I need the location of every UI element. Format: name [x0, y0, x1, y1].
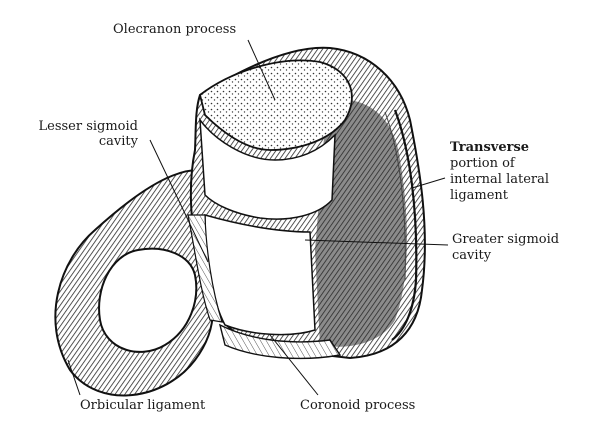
label-lesser-sigmoid-line2: cavity — [98, 134, 138, 149]
label-greater-sigmoid-line2: cavity — [452, 248, 492, 263]
label-lesser-sigmoid-line1: Lesser sigmoid — [38, 119, 139, 134]
coronoid-process — [218, 323, 342, 360]
label-greater-sigmoid-line1: Greater sigmoid — [452, 232, 560, 247]
label-transverse-line2: portion of — [450, 156, 515, 171]
leader-orbicular — [67, 359, 81, 396]
label-transverse-line4: ligament — [450, 188, 509, 203]
label-orbicular-ligament: Orbicular ligament — [80, 398, 206, 413]
leader-greater-sigmoid — [304, 239, 449, 246]
leader-coronoid — [269, 334, 319, 396]
leader-lines — [67, 39, 449, 396]
label-olecranon-process: Olecranon process — [113, 22, 237, 37]
label-transverse-line3: internal lateral — [450, 172, 550, 187]
transverse-ligament — [384, 109, 418, 341]
label-coronoid-process: Coronoid process — [300, 398, 416, 413]
label-transverse-line1: Transverse — [450, 140, 530, 155]
olecranon-process — [198, 59, 353, 151]
leader-transverse — [411, 177, 446, 189]
leader-lesser-sigmoid — [149, 139, 209, 263]
greater-sigmoid-cavity — [199, 117, 336, 336]
lesser-sigmoid-cavity — [187, 214, 223, 323]
leader-olecranon — [247, 39, 276, 101]
